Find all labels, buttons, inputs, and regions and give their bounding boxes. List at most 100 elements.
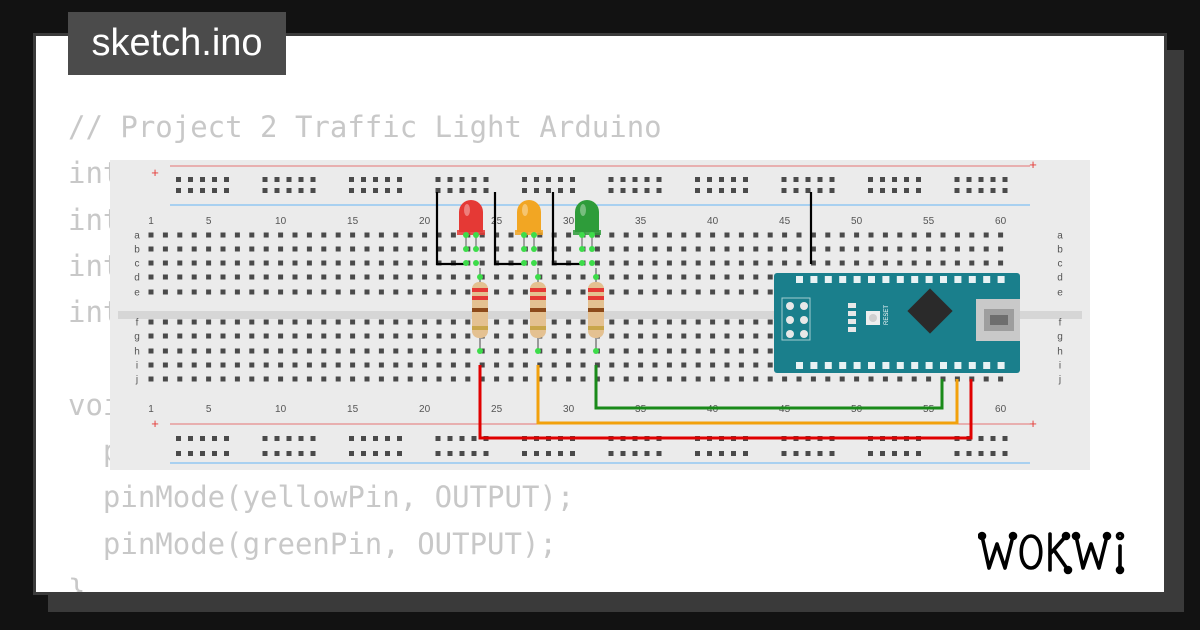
breadboard-hole [508,376,514,382]
breadboard-hole [177,232,183,238]
breadboard-hole [306,333,312,339]
breadboard-hole [465,376,471,382]
rail-hole [892,451,897,456]
breadboard-hole [839,260,845,266]
breadboard-hole [422,319,428,325]
breadboard-hole [321,362,327,368]
breadboard-hole [206,274,212,280]
breadboard-hole [162,376,168,382]
rail-hole [731,188,736,193]
breadboard-hole [191,246,197,252]
rail-hole [990,436,996,441]
rail-hole [829,451,835,456]
breadboard-hole [767,246,773,252]
breadboard-hole [206,232,212,238]
breadboard-hole [782,232,788,238]
rail-hole [1002,451,1008,456]
breadboard-hole [393,376,399,382]
breadboard-hole [479,246,485,252]
rail-hole [644,177,650,182]
rail-hole [620,188,626,193]
rail-hole [608,451,614,456]
rail-hole [731,451,736,456]
rail-hole [200,436,205,441]
rail-hole [373,177,378,182]
breadboard-hole [378,348,384,354]
rail-hole [558,451,563,456]
breadboard-hole [969,260,975,266]
active-hole [589,260,595,266]
rail-hole [978,177,984,182]
breadboard-hole [753,232,759,238]
breadboard-hole [580,274,586,280]
ground-wire-2 [493,192,524,266]
row-letter-left: j [135,375,138,386]
ground-wire-1 [435,192,466,266]
breadboard-hole [810,232,816,238]
board-pin [968,362,976,369]
rail-hole [916,188,921,193]
breadboard-hole [537,362,543,368]
board-pin [997,362,1005,369]
breadboard-hole [566,348,572,354]
board-pin [824,276,832,283]
rail-hole [719,177,724,182]
breadboard-hole [407,260,413,266]
row-letter-left: g [134,332,140,343]
breadboard-hole [724,348,730,354]
breadboard-hole [494,376,500,382]
breadboard-hole [724,232,730,238]
rail-hole [298,451,304,456]
rail-hole [212,436,217,441]
row-letter-right: d [1057,273,1063,284]
breadboard-hole [407,333,413,339]
breadboard-hole [321,319,327,325]
board-pin [983,362,991,369]
breadboard-hole [551,274,557,280]
breadboard-hole [666,260,672,266]
breadboard-hole [753,376,759,382]
breadboard-hole [796,376,802,382]
active-hole [535,274,541,280]
rail-hole [904,188,909,193]
rail-hole [793,451,799,456]
rail-hole [632,177,638,182]
breadboard-hole [220,319,226,325]
breadboard-hole [306,376,312,382]
breadboard-hole [508,274,514,280]
icsp-outline [781,297,811,341]
breadboard-hole [580,362,586,368]
breadboard-hole [292,333,298,339]
breadboard-hole [609,319,615,325]
breadboard-hole [854,246,860,252]
board-pin [853,276,861,283]
breadboard-hole [220,376,226,382]
breadboard-hole [710,362,716,368]
led-highlight [580,204,586,216]
breadboard-hole [724,274,730,280]
breadboard-hole [335,319,341,325]
board-pin [796,276,803,283]
breadboard-hole [494,289,500,295]
breadboard-hole [825,246,831,252]
breadboard-hole [710,232,716,238]
breadboard-hole [263,289,269,295]
rail-hole [990,451,996,456]
column-number-top: 60 [995,216,1007,227]
breadboard-hole [306,348,312,354]
breadboard-hole [724,289,730,295]
rail-hole [459,436,465,441]
board-pin [925,276,933,283]
breadboard-hole [638,319,644,325]
breadboard-hole [522,274,528,280]
breadboard-hole [566,333,572,339]
rail-hole [829,188,835,193]
breadboard-hole [148,289,154,295]
breadboard-hole [465,274,471,280]
breadboard-hole [220,274,226,280]
breadboard-hole [551,232,557,238]
breadboard-hole [206,289,212,295]
breadboard-hole [652,376,658,382]
rail-hole [608,177,614,182]
breadboard-hole [897,232,903,238]
